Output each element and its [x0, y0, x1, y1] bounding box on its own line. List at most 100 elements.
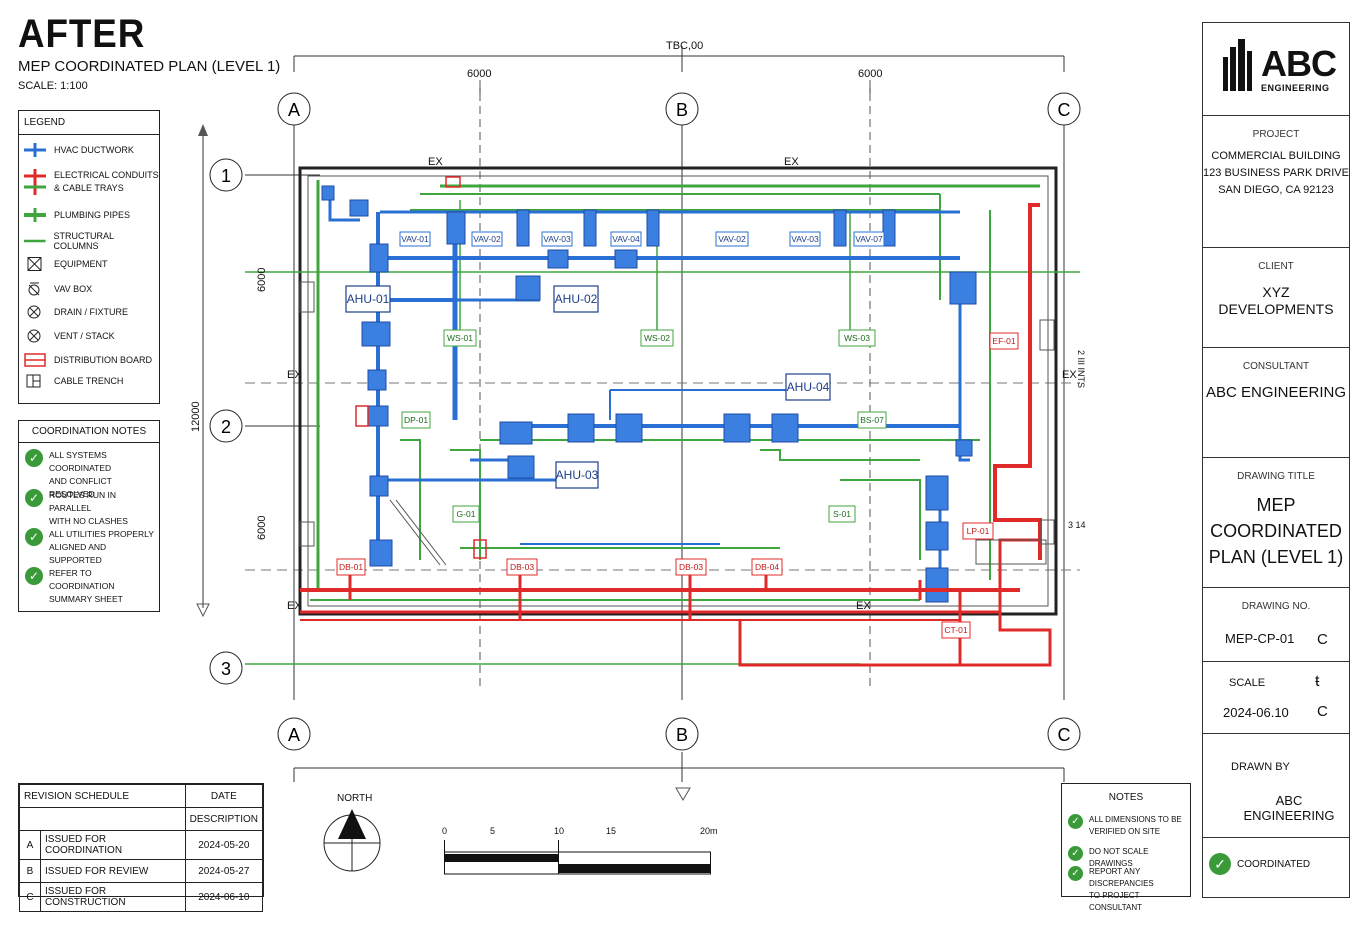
project-line: SAN DIEGO, CA 92123 — [1218, 184, 1334, 196]
legend-label: HVAC DUCTWORK — [54, 145, 134, 155]
page-subtitle: MEP COORDINATED PLAN (LEVEL 1) — [18, 58, 281, 75]
drain-icon — [27, 305, 41, 319]
drawing-no-label: DRAWING NO. — [1241, 601, 1311, 612]
ahu-label: AHU-03 — [556, 468, 599, 482]
electrical-label: DB-01 — [339, 562, 363, 572]
status-cell: ✓ COORDINATED — [1203, 837, 1349, 895]
client-value: XYZ DEVELOPMENTS — [1218, 284, 1334, 317]
legend-item-columns: STRUCTURAL COLUMNS — [24, 231, 159, 251]
scale-bar — [444, 840, 711, 875]
legend-label: DRAIN / FIXTURE — [54, 307, 129, 317]
equipment-icon — [27, 257, 42, 271]
grid-label-row-1: 1 — [221, 166, 231, 186]
ex-marker: EX — [287, 600, 302, 612]
cable-trench-icon — [26, 374, 41, 388]
grid-label-top-b: B — [676, 100, 688, 120]
revision-value: C — [1317, 703, 1328, 720]
note-line: WITH NO CLASHES — [49, 516, 128, 526]
electrical-label: EF-01 — [992, 336, 1015, 346]
plumbing-label: BS-07 — [860, 415, 884, 425]
vav-label: VAV-03 — [543, 234, 571, 244]
scale-tick: 0 — [442, 826, 448, 836]
dim-left-a: 6000 — [256, 268, 268, 292]
dim-left-total: 12000 — [190, 401, 202, 432]
ex-marker: EX — [784, 156, 799, 168]
scale-bar-labels: 0 5 10 15 20m — [440, 826, 720, 840]
check-icon: ✓ — [25, 449, 43, 467]
column-icon — [24, 239, 46, 243]
ex-marker: EX — [287, 369, 302, 381]
revision-letter: A — [19, 830, 41, 860]
plumbing-label: S-01 — [833, 509, 851, 519]
note-line: TO PROJECT CONSULTANT — [1089, 891, 1143, 912]
check-icon: ✓ — [25, 567, 43, 585]
legend-item-equipment: EQUIPMENT — [24, 257, 108, 271]
status-badge: COORDINATED — [1237, 859, 1311, 870]
right-dim: 3 14 — [1068, 520, 1086, 530]
coordination-notes-title: COORDINATION NOTES — [19, 421, 159, 443]
legend-label: VAV BOX — [54, 284, 93, 294]
drawing-no-value: MEP-CP-01 — [1225, 631, 1295, 646]
client-label: CLIENT — [1258, 261, 1294, 272]
building-logo-icon — [1223, 39, 1252, 91]
dim-top-b: 6000 — [858, 68, 882, 80]
logo-subtext: ENGINEERING — [1261, 83, 1330, 93]
scale-tick: 10 — [554, 826, 565, 836]
note-line: ALL SYSTEMS COORDINATED — [49, 450, 112, 473]
revision-date-header: DATE — [184, 784, 264, 808]
logo-text: ABC — [1261, 43, 1337, 84]
revision-letter: C — [19, 882, 41, 912]
logo-cell: ABC ENGINEERING — [1203, 23, 1349, 116]
drawing-scale: SCALE: 1:100 — [18, 80, 88, 92]
legend-label: EQUIPMENT — [54, 259, 108, 269]
vav-label: VAV-01 — [401, 234, 429, 244]
check-icon: ✓ — [25, 528, 43, 546]
grid-label-top-a: A — [288, 100, 300, 120]
revision-value: C — [1317, 631, 1328, 648]
note-line: DO NOT SCALE DRAWINGS — [1089, 847, 1149, 868]
legend-label: VENT / STACK — [54, 331, 115, 341]
electrical-label: CT-01 — [944, 625, 967, 635]
note-line: ALIGNED AND SUPPORTED — [49, 542, 107, 565]
revision-description: ISSUED FOR CONSTRUCTION — [40, 882, 186, 912]
table-row: B ISSUED FOR REVIEW 2024-05-27 — [19, 859, 264, 883]
electrical-icon — [24, 169, 46, 195]
note-line: VERIFIED ON SITE — [1089, 827, 1161, 836]
plumbing-label: DP-01 — [404, 415, 428, 425]
legend-item-hvac: HVAC DUCTWORK — [24, 143, 134, 157]
grid-label-bottom-a: A — [288, 725, 300, 745]
ex-marker: EX — [856, 600, 871, 612]
drawing-no-cell: DRAWING NO. MEP-CP-01 C — [1203, 587, 1349, 662]
ahu-label: AHU-01 — [347, 292, 390, 306]
legend-label: STRUCTURAL COLUMNS — [53, 231, 114, 251]
legend-item-electrical: ELECTRICAL CONDUITS& CABLE TRAYS — [24, 169, 159, 195]
vav-label: VAV-03 — [791, 234, 819, 244]
legend-item-vav: VAV BOX — [24, 282, 92, 296]
coordination-note: ✓ ALL UTILITIES PROPERLY ALIGNED AND SUPPO… — [25, 528, 155, 567]
plumbing-icon — [24, 208, 46, 222]
project-line: 123 BUSINESS PARK DRIVE — [1203, 167, 1349, 179]
scale-mark: ŧ — [1315, 673, 1320, 690]
check-icon: ✓ — [1068, 866, 1083, 881]
revision-title: REVISION SCHEDULE — [19, 784, 186, 808]
scale-tick: 5 — [490, 826, 496, 836]
grid-label-bottom-c: C — [1058, 725, 1071, 745]
drawn-by-cell: DRAWN BY ABC ENGINEERING — [1203, 733, 1349, 838]
note-line: ALL UTILITIES PROPERLY — [49, 529, 154, 539]
electrical-label: DB-04 — [755, 562, 779, 572]
scale-tick: 20m — [700, 826, 718, 836]
legend-item-db: DISTRIBUTION BOARD — [24, 353, 152, 367]
grid-label-row-2: 2 — [221, 417, 231, 437]
consultant-label: CONSULTANT — [1242, 361, 1310, 372]
consultant-value: ABC ENGINEERING — [1205, 384, 1347, 401]
grid-label-top-c: C — [1058, 100, 1071, 120]
project-line: COMMERCIAL BUILDING — [1211, 150, 1341, 162]
revision-schedule: REVISION SCHEDULE DATE DESCRIPTION A ISS… — [18, 783, 264, 912]
date-value: 2024-06.10 — [1223, 705, 1289, 720]
legend-item-plumbing: PLUMBING PIPES — [24, 208, 130, 222]
ws-label: WS-01 — [447, 333, 473, 343]
